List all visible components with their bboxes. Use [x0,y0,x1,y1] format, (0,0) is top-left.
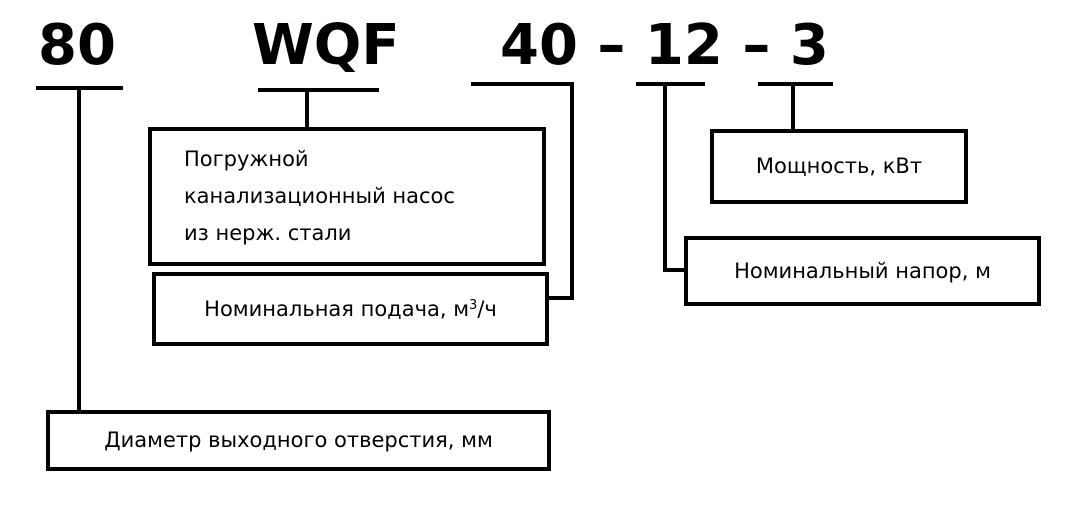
callout-flow-suffix: /ч [477,296,497,321]
code-segment-bore: 80 [38,13,116,78]
callout-box-head: Номинальный напор, м [684,236,1041,306]
callout-box-power: Мощность, кВт [710,129,968,204]
underline-power [758,82,833,86]
callout-flow-prefix: Номинальная подача, м [204,296,470,321]
callout-line-3: из нерж. стали [184,221,352,245]
callout-line-2: канализационный насос [184,184,455,208]
callout-box-diameter: Диаметр выходного отверстия, мм [46,410,551,471]
code-segment-specs: 40 – 12 – 3 [500,13,829,78]
underline-head [636,82,705,86]
leader-power-vertical [791,82,795,131]
callout-text-power: Мощность, кВт [755,154,923,178]
leader-head-vertical [663,82,667,272]
leader-head-elbow [663,268,688,272]
underline-flow [471,82,574,86]
leader-type-vertical [305,88,309,129]
leader-flow-elbow [546,296,574,300]
code-segment-type: WQF [252,13,400,78]
callout-text-head: Номинальный напор, м [734,258,991,283]
callout-flow-superscript: 3 [469,297,478,313]
leader-bore-vertical [77,86,81,412]
callout-text-pump: Погружной канализационный насос из нерж.… [184,141,455,252]
callout-box-pump: Погружной канализационный насос из нерж.… [148,127,546,266]
callout-text-diameter: Диаметр выходного отверстия, мм [104,428,493,452]
underline-type [258,88,379,92]
callout-box-flow: Номинальная подача, м3/ч [152,272,549,346]
leader-flow-vertical [570,82,574,300]
callout-text-flow: Номинальная подача, м3/ч [204,291,497,328]
callout-line-1: Погружной [184,147,309,171]
